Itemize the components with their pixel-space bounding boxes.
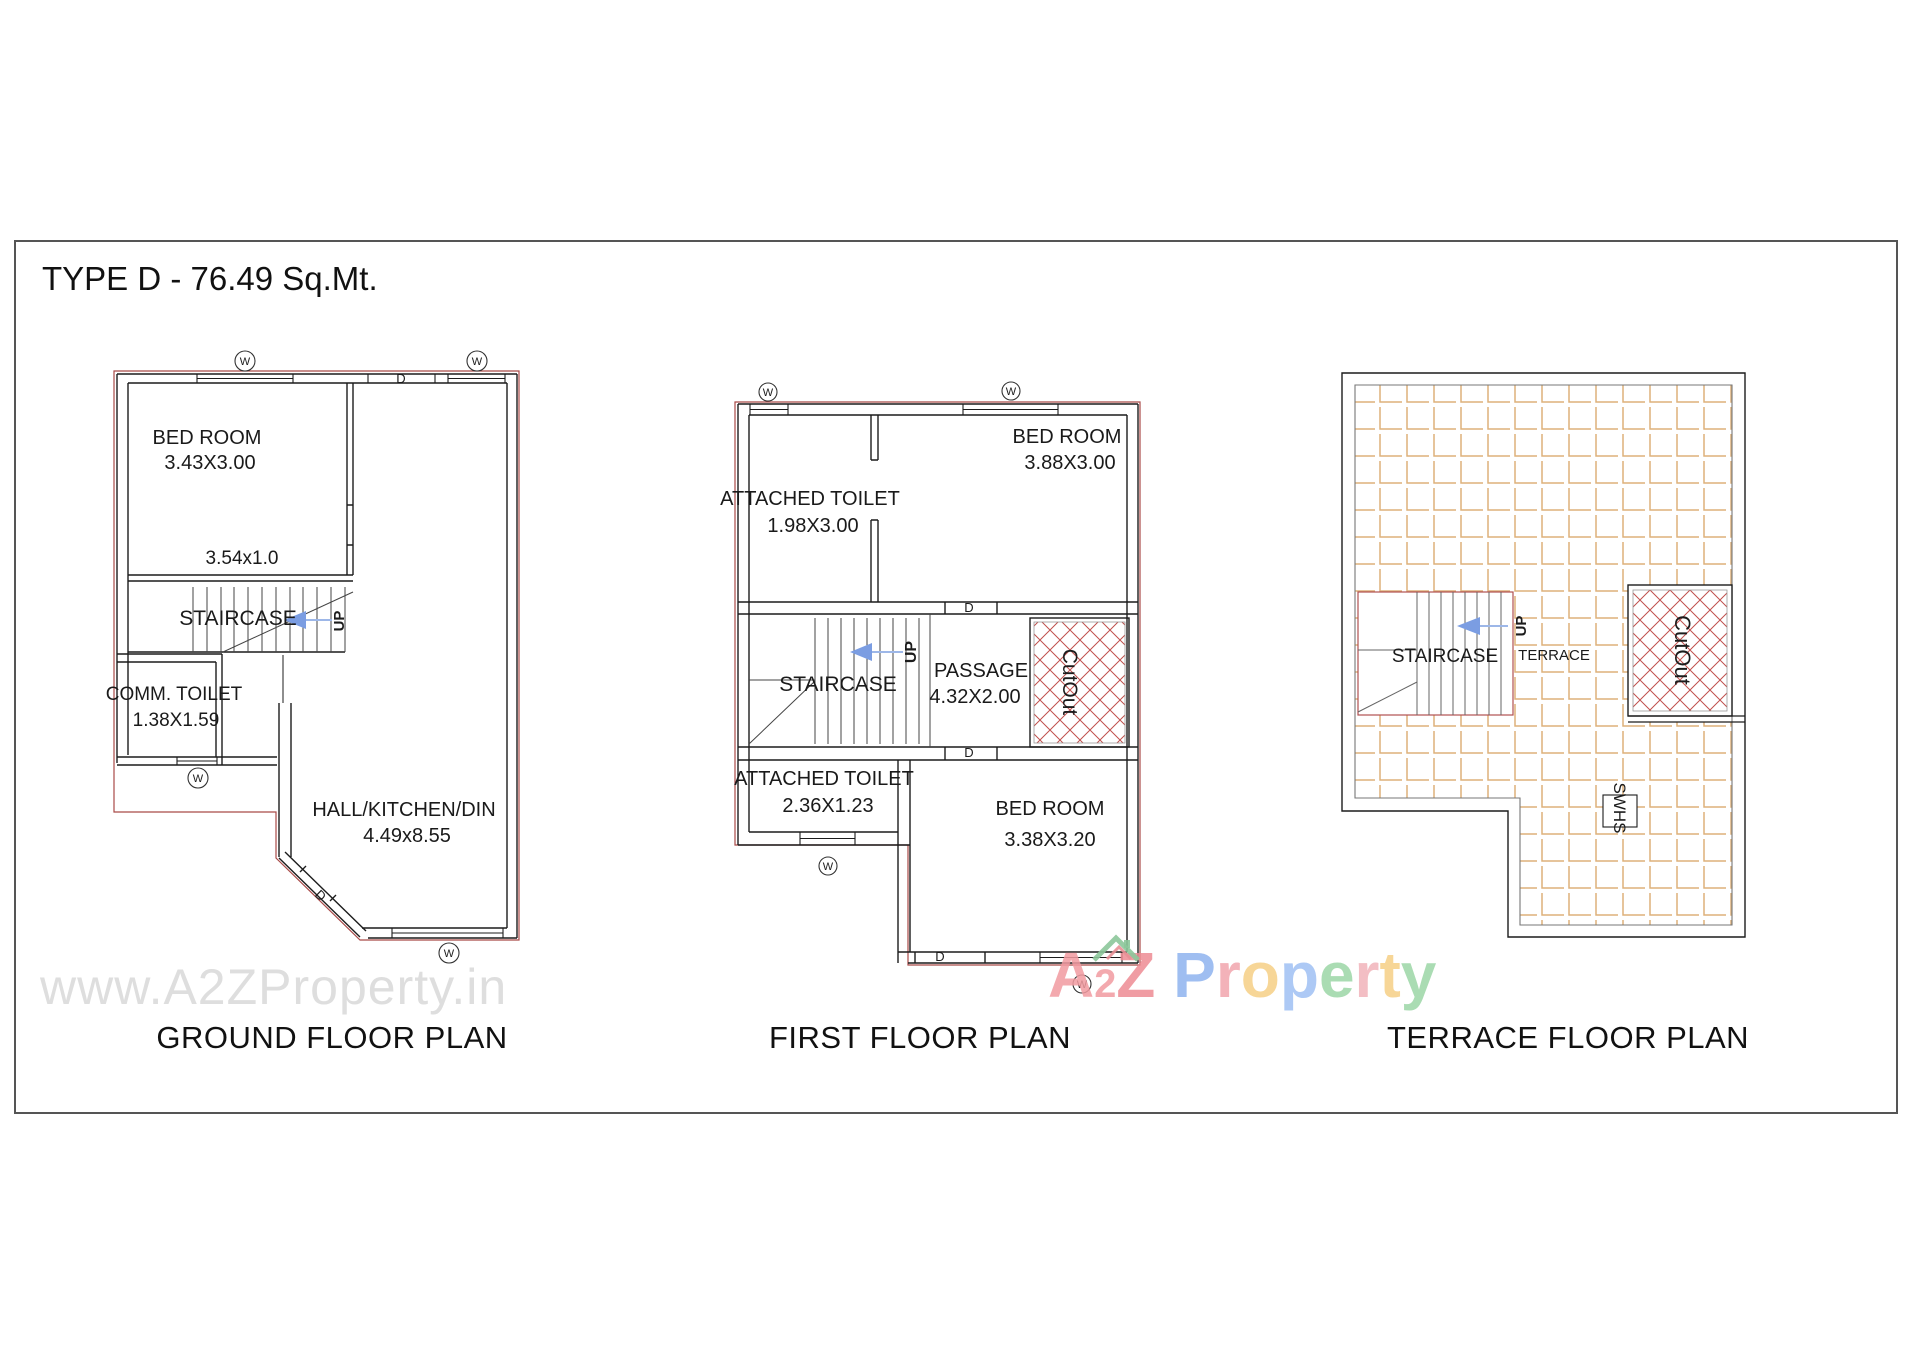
up-label: UP <box>331 611 348 632</box>
first-cutout <box>1029 617 1130 748</box>
brand-letter: t <box>1379 939 1401 1011</box>
door-symbol-label: D <box>396 371 405 386</box>
brand-letter: o <box>1240 939 1280 1011</box>
first-up-arrow <box>850 643 903 661</box>
ground-floor-plan-title: GROUND FLOOR PLAN <box>156 1020 508 1055</box>
ground-up-arrow <box>284 611 332 629</box>
brand-letter: y <box>1400 939 1437 1011</box>
ground-walls <box>116 373 518 939</box>
window-symbol-label: W <box>823 861 834 873</box>
brand-letter <box>1155 939 1173 1011</box>
brand-letter: r <box>1354 939 1380 1011</box>
sheet-border <box>14 240 1898 1114</box>
brand-letter: r <box>1215 939 1241 1011</box>
room-dims: 2.36X1.23 <box>782 795 874 817</box>
ground-red-outline <box>113 370 520 941</box>
brand-letter: 2 <box>1094 962 1117 1006</box>
terrace-label: TERRACE <box>1518 647 1590 664</box>
room-label: ATTACHED TOILET <box>720 488 900 510</box>
first-windows <box>749 404 1123 963</box>
window-symbol-label: W <box>1006 386 1017 398</box>
room-label: ATTACHED TOILET <box>734 768 914 790</box>
first-cutout-label: CutOut <box>1058 649 1081 716</box>
door-symbol-label: D <box>964 745 973 760</box>
ground-window-symbols <box>187 350 488 964</box>
watermark-url: www.A2ZProperty.in <box>40 959 508 1015</box>
window-symbol-label: W <box>240 356 251 368</box>
room-label: BED ROOM <box>152 427 262 449</box>
first-floor-plan-title: FIRST FLOOR PLAN <box>769 1020 1071 1055</box>
first-stairs <box>748 614 931 747</box>
room-dims: 3.54x1.0 <box>205 548 279 569</box>
door-symbol-label: D <box>312 887 329 904</box>
room-dims: 1.38X1.59 <box>132 710 220 731</box>
room-dims: 1.98X3.00 <box>767 515 859 537</box>
brand-letter: P <box>1173 939 1216 1011</box>
door-symbol-label: D <box>935 949 944 964</box>
terrace-swhs <box>1602 794 1638 828</box>
room-dims: 3.88X3.00 <box>1024 452 1116 474</box>
window-symbol-label: W <box>763 387 774 399</box>
door-symbol-label: D <box>964 600 973 615</box>
first-window-symbols <box>758 381 1092 994</box>
up-label: UP <box>903 641 920 664</box>
terrace-floor-plan-drawing: SWHS CutOut UP <box>1341 372 1746 938</box>
house-icon <box>1092 934 1140 962</box>
up-label: UP <box>1513 616 1530 637</box>
first-red-outline <box>734 401 1141 966</box>
room-label: PASSAGE <box>933 660 1029 682</box>
brand-letter: p <box>1279 939 1319 1011</box>
room-label: BED ROOM <box>1012 426 1122 448</box>
window-symbol-label: W <box>1077 979 1088 991</box>
window-symbol-label: W <box>193 773 204 785</box>
room-dims: 3.38X3.20 <box>1004 829 1096 851</box>
window-symbol-label: W <box>444 948 455 960</box>
brand-letter: e <box>1318 939 1355 1011</box>
terrace-staircase <box>1357 591 1514 716</box>
staircase-label: STAIRCASE <box>1391 646 1499 667</box>
room-dims: 4.32X2.00 <box>929 686 1021 708</box>
room-dims: 3.43X3.00 <box>164 452 256 474</box>
terrace-walls <box>1341 372 1746 938</box>
room-label: COMM. TOILET <box>105 684 243 705</box>
staircase-label: STAIRCASE <box>179 607 297 630</box>
first-walls <box>737 403 1139 964</box>
room-label: HALL/KITCHEN/DIN <box>312 799 496 821</box>
window-symbol-label: W <box>472 356 483 368</box>
terrace-tile-hatch <box>1355 385 1732 925</box>
page-title: TYPE D - 76.49 Sq.Mt. <box>42 260 378 297</box>
staircase-label: STAIRCASE <box>779 673 897 696</box>
terrace-floor-plan-title: TERRACE FLOOR PLAN <box>1386 1020 1750 1055</box>
ground-windows <box>176 374 506 938</box>
first-floor-plan-drawing: W W W W D D D UP CutOut <box>734 381 1141 994</box>
brand-letter: A <box>1048 939 1095 1011</box>
terrace-cutout-label: CutOut <box>1670 615 1695 685</box>
terrace-cutout <box>1627 584 1745 723</box>
room-dims: 4.49x8.55 <box>363 825 451 847</box>
swhs-label: SWHS <box>1610 783 1629 834</box>
ground-floor-plan-drawing: W W W W D D UP <box>113 350 520 964</box>
room-label: BED ROOM <box>995 798 1105 820</box>
